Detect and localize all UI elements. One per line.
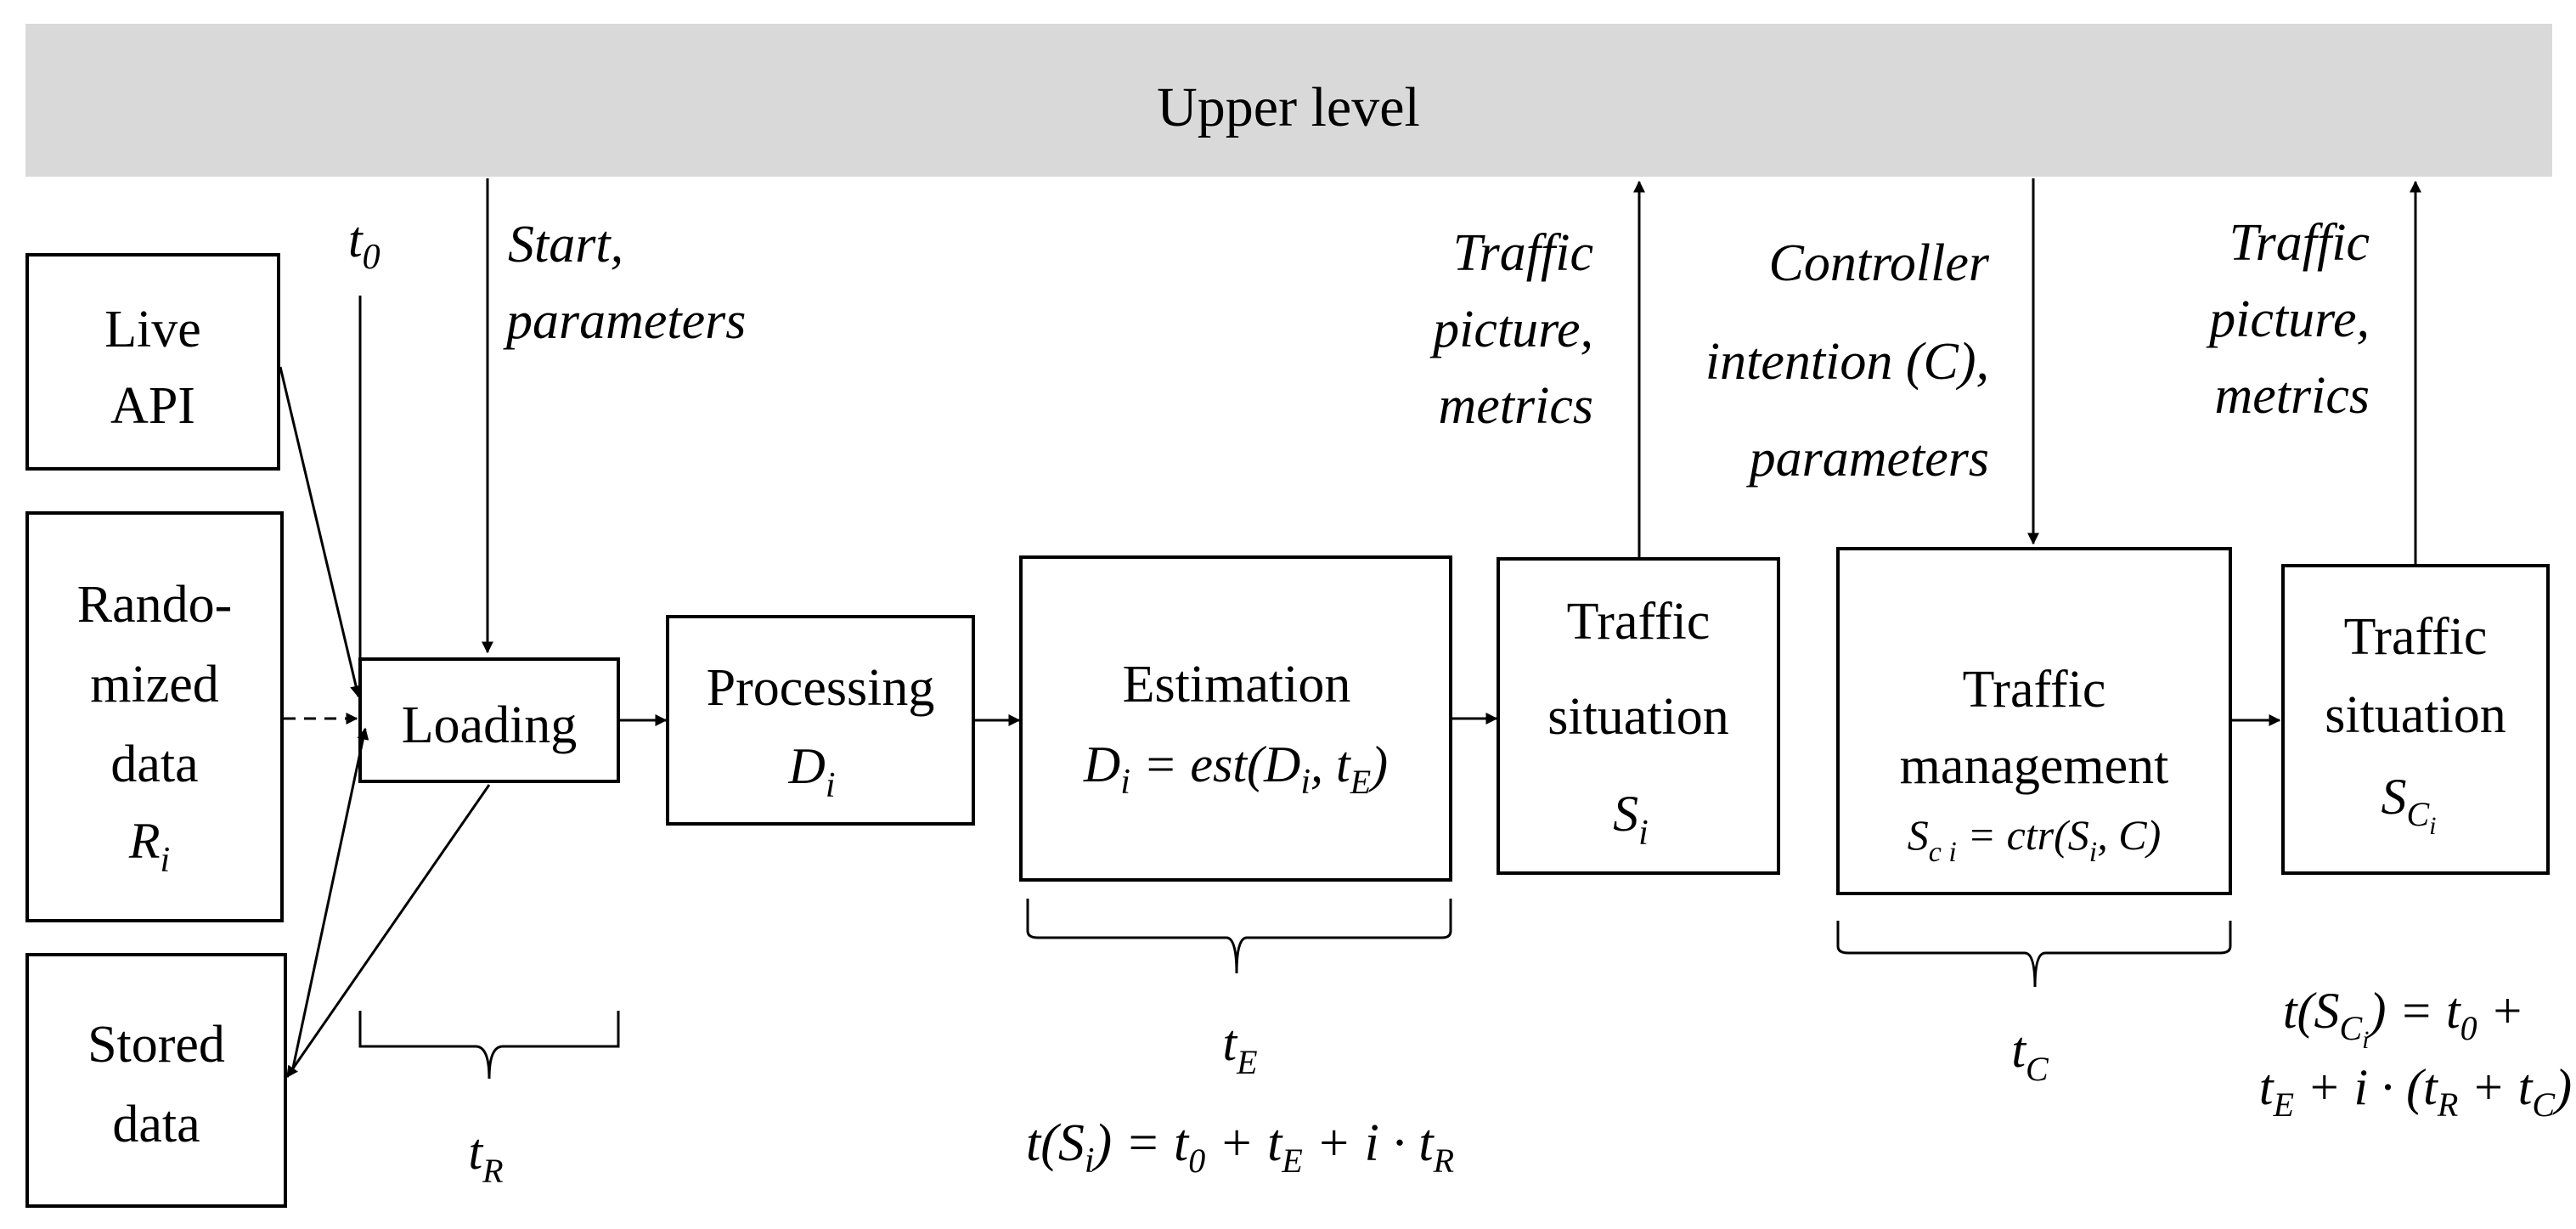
upper-level-label: Upper level — [1157, 76, 1420, 138]
start-label-line2: parameters — [503, 292, 746, 350]
stored-data-box: Stored data — [25, 953, 287, 1208]
processing-box: Processing Di — [666, 615, 975, 826]
estimation-formula: Di = est(Di, tE) — [1083, 736, 1388, 802]
controller-intention-line2: intention (C), — [1705, 333, 1989, 391]
traffic-management-line1: Traffic — [1963, 661, 2106, 719]
stored-label-line2: data — [112, 1096, 200, 1153]
loading-to-stored-arrow — [285, 784, 491, 1079]
stored-label-line1: Stored — [87, 1016, 225, 1074]
t-si-formula: t(Si) = t0 + tE + i · tR — [1026, 1114, 1454, 1181]
traffic-picture-1-line3: metrics — [1438, 377, 1593, 435]
live-api-label-line2: API — [110, 377, 195, 435]
traffic-management-box: Traffic management Sc i = ctr(Si, C) — [1836, 547, 2232, 895]
tE-brace — [1026, 899, 1452, 974]
traffic-situation-1-line2: situation — [1547, 688, 1729, 746]
t0-label: t0 — [348, 211, 380, 277]
traffic-situation-1-symbol: Si — [1613, 786, 1649, 853]
traffic-picture-1-line2: picture, — [1429, 301, 1593, 358]
processing-label: Processing — [707, 659, 935, 717]
stored-to-loading-arrow — [290, 727, 369, 1073]
t-sci-formula-line2: tE + i · (tR + tC) — [2259, 1059, 2572, 1124]
loading-box: Loading — [358, 657, 620, 783]
tC-label: tC — [2011, 1022, 2049, 1088]
tR-brace — [358, 1011, 620, 1080]
upper-level-bar: Upper level — [25, 24, 2552, 177]
estimation-label: Estimation — [1123, 656, 1351, 713]
traffic-picture-2-line3: metrics — [2214, 367, 2370, 425]
traffic-management-line2: management — [1900, 737, 2169, 795]
t-sci-formula-line1: t(SCi) = t0 + — [2283, 983, 2524, 1054]
traffic-situation-1-box: Traffic situation Si — [1497, 557, 1780, 875]
traffic-picture-2-line1: Traffic — [2229, 214, 2370, 272]
randomized-label-line3: data — [110, 736, 198, 793]
randomized-label-line1: Rando- — [77, 576, 233, 634]
start-label-line1: Start, — [508, 216, 623, 273]
traffic-situation-2-box: Traffic situation SCi — [2281, 564, 2550, 875]
traffic-picture-2-line2: picture, — [2206, 290, 2370, 348]
randomized-data-box: Rando- mized data Ri — [25, 511, 284, 922]
tC-brace — [1836, 921, 2232, 988]
estimation-box: Estimation Di = est(Di, tE) — [1019, 555, 1452, 882]
controller-intention-line1: Controller — [1768, 234, 1989, 292]
tE-label: tE — [1222, 1015, 1257, 1081]
traffic-picture-1-line1: Traffic — [1453, 224, 1593, 282]
traffic-situation-2-line1: Traffic — [2344, 608, 2488, 666]
traffic-situation-2-line2: situation — [2325, 686, 2506, 744]
tR-label: tR — [468, 1124, 503, 1190]
processing-symbol: Di — [787, 738, 835, 805]
loading-label: Loading — [402, 696, 578, 754]
live-api-box: Live API — [25, 253, 280, 471]
randomized-symbol: Ri — [128, 813, 170, 880]
live-api-to-loading-arrow — [279, 366, 362, 698]
randomized-label-line2: mized — [90, 656, 219, 713]
controller-intention-line3: parameters — [1746, 430, 1989, 488]
live-api-label-line1: Live — [104, 301, 201, 358]
traffic-situation-1-line1: Traffic — [1567, 593, 1711, 651]
